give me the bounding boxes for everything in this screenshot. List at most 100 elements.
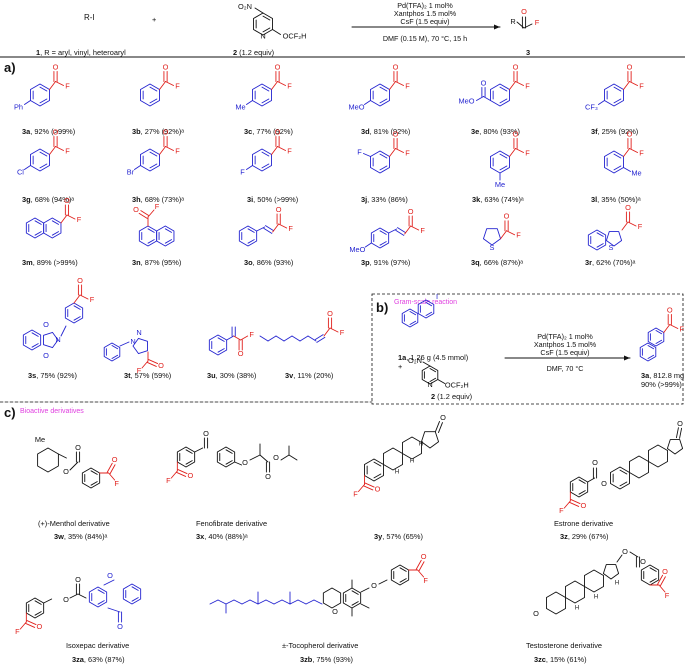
acyl-fluorine: F (166, 476, 171, 485)
compound-label: 3s, 75% (92%) (28, 371, 77, 380)
carbonyl-oxygen: O (393, 129, 399, 138)
ring-double-bond (379, 165, 388, 171)
ring-double-bond (379, 241, 387, 246)
acyl-f-bond (669, 324, 679, 329)
benzene-ring (64, 302, 84, 324)
ring-double-bond (373, 473, 382, 479)
ring-double-bond (185, 449, 193, 454)
carbonyl-oxygen: O (275, 127, 281, 136)
ring-double-bond (578, 479, 586, 484)
carbonyl-bond (569, 502, 580, 507)
ring-double-bond (649, 567, 657, 572)
ring-double-bond (409, 320, 417, 325)
compound-label: 3b, 27% (92%)ᵃ (132, 127, 185, 136)
ring-double-bond (39, 151, 48, 157)
vinyl-double-bond (263, 227, 273, 234)
acyl-bond (73, 294, 81, 304)
benzene-ring (639, 342, 657, 362)
methyl-bond (360, 603, 370, 609)
ether-oxygen: O (242, 458, 248, 467)
acyl-f-bond (277, 146, 286, 151)
alkyl-bond (297, 599, 307, 605)
ether-bond (360, 587, 370, 593)
section-b-title: Gram-scale reaction (394, 299, 458, 306)
bond (226, 335, 235, 341)
carbonyl-oxygen: O (375, 484, 381, 493)
ring-double-bond (499, 153, 508, 159)
compound-label: 3a, 92% (>99%) (22, 127, 76, 136)
alkyl-bond (257, 599, 267, 605)
acyl-bond (272, 223, 280, 233)
ring-double-bond (149, 98, 158, 104)
stereo-hydrogen: H (419, 442, 423, 448)
carbonyl-oxygen: O (112, 455, 118, 464)
ester-oxygen: O (601, 479, 607, 488)
acyl-f-bond (410, 225, 420, 231)
thiophene-ring (605, 231, 623, 247)
acyl-fluorine: F (137, 366, 142, 375)
bond (24, 100, 31, 105)
acyl-fluorine: F (423, 576, 428, 585)
acyl-f-bond (515, 81, 524, 86)
carbonyl-oxygen: O (265, 472, 271, 481)
carbonyl-oxygen: O (627, 129, 633, 138)
ester-oxygen: O (63, 467, 69, 476)
bond (249, 454, 261, 461)
ring-double-bond (247, 239, 255, 244)
condition-base: CsF (1.5 equiv) (400, 17, 450, 26)
ring-double-bond (225, 460, 233, 465)
alkyl-bond (265, 599, 275, 605)
acyl-fluorine: F (516, 231, 521, 240)
ring-double-bond (596, 243, 604, 248)
ring-double-bond (261, 151, 270, 157)
b-condition-base: CsF (1.5 equiv) (540, 348, 590, 357)
acyl-f-bond (417, 569, 425, 578)
bond (364, 242, 372, 248)
acyl-fluorine: F (340, 328, 345, 337)
acyl-f-bond (658, 584, 666, 593)
carbonyl-oxygen: O (77, 276, 83, 285)
carbonyl-bond (415, 559, 422, 570)
ester-bond (57, 453, 67, 459)
condition-catalyst: Pd(TFA)₂ 1 mol% (397, 1, 453, 10)
ring-double-bond (613, 153, 622, 159)
derivative-name: (+)-Menthol derivative (38, 519, 110, 528)
carbonyl-oxygen: O (513, 62, 519, 71)
ring-double-bond (262, 27, 271, 33)
stereo-hydrogen: H (410, 459, 414, 465)
derivative-name: Isoxepac derivative (66, 641, 130, 650)
ring-double-bond (399, 578, 407, 583)
phthalimide-benzo (22, 329, 42, 351)
ether-bond (437, 379, 446, 384)
b-product-label: 3a, 812.8 mg (641, 371, 685, 380)
ring-double-bond (111, 345, 119, 350)
acyl-f-bond (55, 146, 64, 151)
b-condition-solvent: DMF, 70 °C (546, 364, 584, 373)
carbonyl-oxygen: O (327, 309, 333, 318)
compound-label: 3n, 87% (95%) (132, 258, 182, 267)
ether-bond (272, 29, 281, 35)
r-group: R (510, 17, 515, 26)
carbonyl-bond (138, 212, 148, 219)
ester-oxygen: O (63, 595, 69, 604)
acyl-bond (663, 324, 671, 333)
ester-oxygen: O (622, 547, 628, 556)
bond (363, 153, 371, 157)
ring-double-bond (578, 490, 586, 495)
ring-double-bond (613, 86, 622, 92)
alkyl-bond (283, 335, 293, 342)
acyl-f-bond (165, 146, 174, 151)
methoxy-label: MeO (349, 245, 365, 254)
b-condition-catalyst: Pd(TFA)₂ 1 mol% (537, 332, 593, 341)
carbonyl-oxygen: O (75, 443, 81, 452)
carbonyl-oxygen: O (513, 129, 519, 138)
methoxy-label: MeO (348, 102, 364, 111)
thiophene-ring (482, 228, 502, 246)
ring-double-bond (73, 305, 81, 310)
cyclohexane-ring (37, 447, 59, 473)
chroman-oxygen: O (332, 607, 338, 616)
alkene-double-bond (316, 336, 326, 343)
ring-double-bond (31, 343, 39, 348)
ring-double-bond (429, 368, 437, 373)
derivative-name: Testosterone derivative (526, 641, 602, 650)
